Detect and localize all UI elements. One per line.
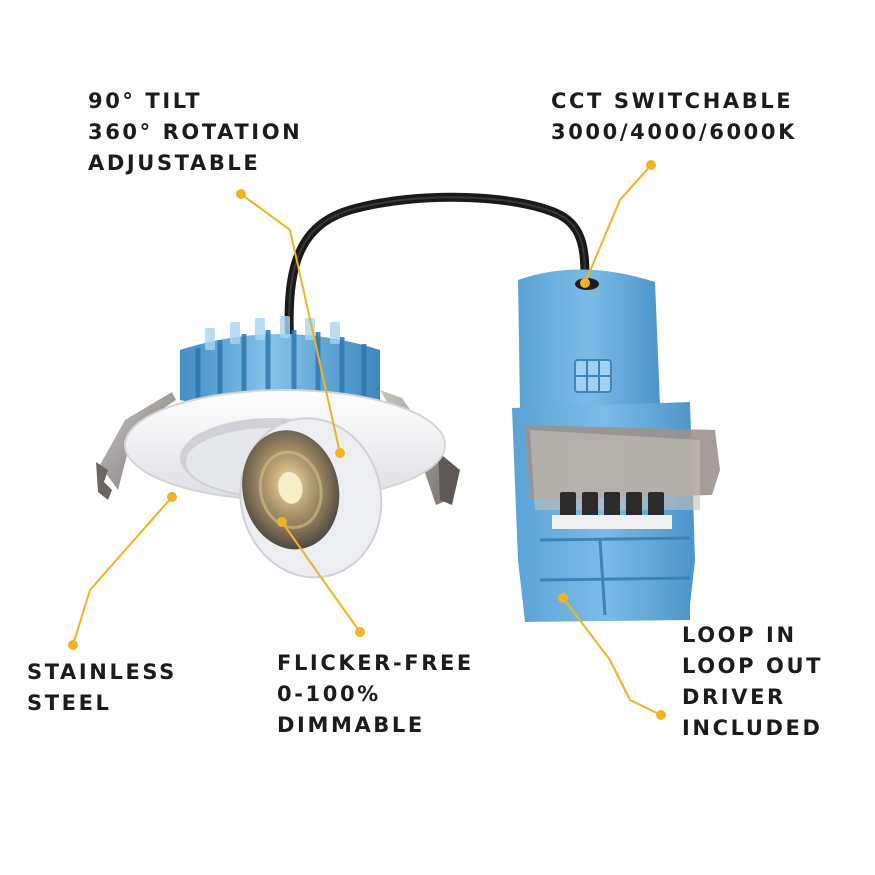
callout-steel-line-1: STAINLESS <box>27 660 177 684</box>
callout-driver: LOOP IN LOOP OUT DRIVER INCLUDED <box>682 620 823 744</box>
leader-lines <box>72 164 662 716</box>
callout-driver-line-1: LOOP IN <box>682 623 797 647</box>
callout-dimming: FLICKER-FREE 0-100% DIMMABLE <box>277 648 474 741</box>
spring-clip-left <box>96 392 176 500</box>
callout-steel-line-2: STEEL <box>27 691 112 715</box>
callout-dimming-line-3: DIMMABLE <box>277 713 425 737</box>
leader-cct <box>584 164 652 284</box>
leader-dimming <box>281 521 361 633</box>
callout-driver-line-4: INCLUDED <box>682 716 823 740</box>
callout-cct-line-1: CCT SWITCHABLE <box>551 89 794 113</box>
callout-tilt-line-1: 90° TILT <box>88 89 203 113</box>
gimbal-lens <box>239 417 383 579</box>
leader-dots <box>68 160 666 720</box>
callout-steel: STAINLESS STEEL <box>27 657 177 719</box>
callout-tilt-line-2: 360° ROTATION <box>88 120 303 144</box>
callout-cct-line-2: 3000/4000/6000K <box>551 120 797 144</box>
callout-dimming-line-1: FLICKER-FREE <box>277 651 474 675</box>
leader-steel <box>72 496 173 646</box>
driver-box <box>512 269 720 622</box>
callout-cct: CCT SWITCHABLE 3000/4000/6000K <box>551 86 797 148</box>
callout-dimming-line-2: 0-100% <box>277 682 381 706</box>
callout-driver-line-2: LOOP OUT <box>682 654 824 678</box>
leader-driver <box>562 597 662 716</box>
callout-driver-line-3: DRIVER <box>682 685 786 709</box>
callout-tilt-line-3: ADJUSTABLE <box>88 151 261 175</box>
callout-tilt: 90° TILT 360° ROTATION ADJUSTABLE <box>88 86 302 179</box>
leader-tilt <box>240 193 341 454</box>
